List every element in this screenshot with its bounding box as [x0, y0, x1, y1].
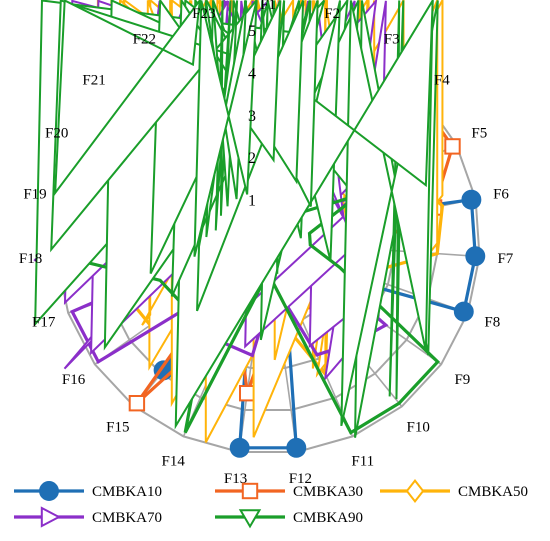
- legend-label-CMBKA10: CMBKA10: [92, 484, 162, 500]
- axis-label-F19: F19: [23, 187, 46, 203]
- axis-label-F6: F6: [493, 187, 509, 203]
- point-CMBKA90-F19: [53, 0, 201, 197]
- legend-marker-CMBKA10: [39, 481, 59, 501]
- legend-item-CMBKA90: CMBKA90: [215, 509, 363, 529]
- point-CMBKA30-F15: [128, 395, 146, 412]
- legend-marker-CMBKA90: [238, 509, 262, 529]
- legend-item-CMBKA50: CMBKA50: [380, 479, 528, 503]
- point-CMBKA10-F7: [465, 246, 486, 267]
- series-CMBKA90: [34, 0, 440, 438]
- ring-label-2: 2: [248, 150, 256, 167]
- axis-label-F3: F3: [384, 32, 400, 48]
- point-CMBKA10-F6: [461, 189, 482, 210]
- axis-label-F15: F15: [106, 420, 129, 436]
- axis-label-F23: F23: [192, 6, 215, 22]
- axis-label-F1: F1: [260, 0, 276, 13]
- point-CMBKA10-F13: [229, 437, 250, 458]
- legend-marker-CMBKA70: [40, 506, 62, 528]
- axis-label-F20: F20: [45, 126, 68, 142]
- ring-label-3: 3: [248, 108, 256, 125]
- axis-label-F2: F2: [324, 6, 340, 22]
- axis-label-F22: F22: [133, 32, 156, 48]
- legend-label-CMBKA90: CMBKA90: [293, 510, 363, 526]
- axis-label-F17: F17: [32, 315, 56, 331]
- legend-marker-CMBKA30: [241, 482, 259, 500]
- axis-label-F13: F13: [224, 471, 247, 487]
- axis-label-F11: F11: [351, 453, 374, 469]
- axis-label-F7: F7: [497, 251, 513, 267]
- legend-item-CMBKA30: CMBKA30: [215, 482, 363, 500]
- ring-label-5: 5: [248, 23, 256, 40]
- axis-label-F18: F18: [19, 251, 42, 267]
- axis-label-F4: F4: [434, 73, 450, 89]
- ring-label-1: 1: [248, 193, 256, 210]
- ring-labels: 1 2 3 4 5: [248, 23, 256, 210]
- axis-label-F14: F14: [162, 453, 186, 469]
- series-layer: [33, 0, 486, 458]
- axis-label-F21: F21: [82, 73, 105, 89]
- legend-marker-CMBKA50: [405, 479, 425, 503]
- axis-label-F5: F5: [471, 126, 487, 142]
- point-CMBKA90-F23: [193, 0, 258, 257]
- ring-label-4: 4: [248, 65, 256, 82]
- legend-item-CMBKA70: CMBKA70: [14, 506, 162, 528]
- axis-label-F8: F8: [484, 315, 500, 331]
- axis-label-F12: F12: [289, 471, 312, 487]
- point-CMBKA30-F13: [239, 385, 256, 402]
- point-CMBKA10-F8: [453, 301, 474, 322]
- point-CMBKA30-F5: [444, 138, 461, 155]
- point-CMBKA10-F12: [286, 437, 307, 458]
- axis-label-F10: F10: [407, 420, 430, 436]
- legend-item-CMBKA10: CMBKA10: [14, 481, 162, 501]
- axis-label-F16: F16: [62, 372, 86, 388]
- legend-label-CMBKA70: CMBKA70: [92, 510, 162, 526]
- legend-label-CMBKA50: CMBKA50: [458, 484, 528, 500]
- axis-label-F9: F9: [454, 372, 470, 388]
- legend-label-CMBKA30: CMBKA30: [293, 484, 363, 500]
